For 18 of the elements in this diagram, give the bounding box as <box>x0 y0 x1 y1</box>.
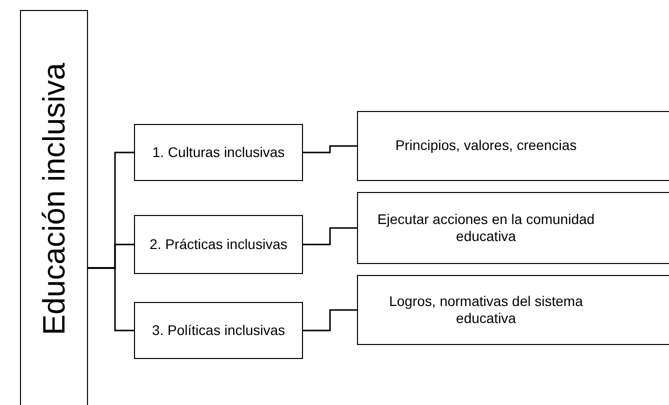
box-label: Ejecutar acciones en la comunidad educativa <box>376 210 596 246</box>
connector-line <box>303 309 357 332</box>
vertical-title: Educación inclusiva <box>38 62 70 336</box>
connector-line <box>303 145 357 154</box>
text-box <box>134 302 303 359</box>
box-label: 3. Políticas inclusivas <box>150 322 286 340</box>
text-box <box>357 192 669 264</box>
connector-line <box>303 227 357 246</box>
text-box <box>357 275 669 345</box>
text-box <box>134 215 303 274</box>
box-label: 2. Prácticas inclusivas <box>148 236 288 254</box>
box-label: Logros, normativas del sistema educativa <box>388 292 584 328</box>
title-box <box>20 10 88 405</box>
box-label: 1. Culturas inclusivas <box>151 144 286 162</box>
text-box <box>134 124 303 181</box>
box-label: Principios, valores, creencias <box>394 137 578 155</box>
connector-line <box>88 267 134 332</box>
text-box <box>357 111 669 181</box>
